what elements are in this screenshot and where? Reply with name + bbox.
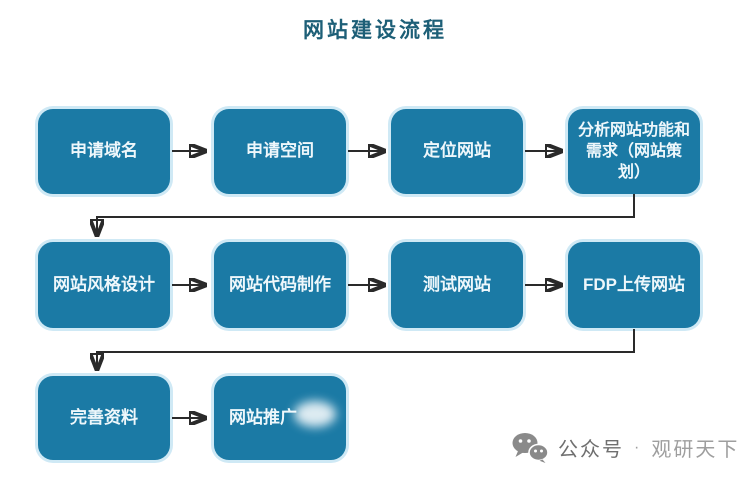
page-title: 网站建设流程 [303, 18, 447, 42]
box-label: 网站推广 [229, 407, 297, 427]
connector-fdp-to-info [97, 329, 635, 368]
box-apply-space: 申请空间 [214, 109, 346, 194]
box-apply-domain: 申请域名 [38, 109, 170, 194]
box-label: FDP上传网站 [583, 274, 685, 294]
box-analyze-requirements: 分析网站功能和需求（网站策划） [568, 109, 700, 194]
box-label: 网站风格设计 [53, 274, 155, 294]
box-label: 申请空间 [246, 141, 314, 161]
box-label: 测试网站 [423, 274, 491, 294]
box-label: 定位网站 [423, 141, 491, 161]
connector-analyze-to-style [97, 194, 635, 234]
box-label: 完善资料 [70, 407, 138, 427]
box-label: 申请域名 [70, 141, 138, 161]
wechat-icon [512, 433, 549, 463]
footer-separator: · [634, 438, 642, 456]
box-code-production: 网站代码制作 [214, 242, 346, 328]
box-complete-info: 完善资料 [38, 376, 170, 460]
box-fdp-upload: FDP上传网站 [568, 242, 700, 328]
box-label: 分析网站功能和需求（网站策划） [577, 121, 690, 182]
box-position-website: 定位网站 [391, 109, 523, 194]
box-test-website: 测试网站 [391, 242, 523, 328]
wechat-footer: 公众号 · 观研天下 [511, 432, 739, 463]
footer-account-name: 观研天下 [651, 439, 740, 461]
footer-account-type: 公众号 [558, 439, 624, 461]
watermark-blur [294, 401, 336, 427]
box-style-design: 网站风格设计 [38, 242, 170, 328]
box-label: 网站代码制作 [229, 274, 331, 294]
